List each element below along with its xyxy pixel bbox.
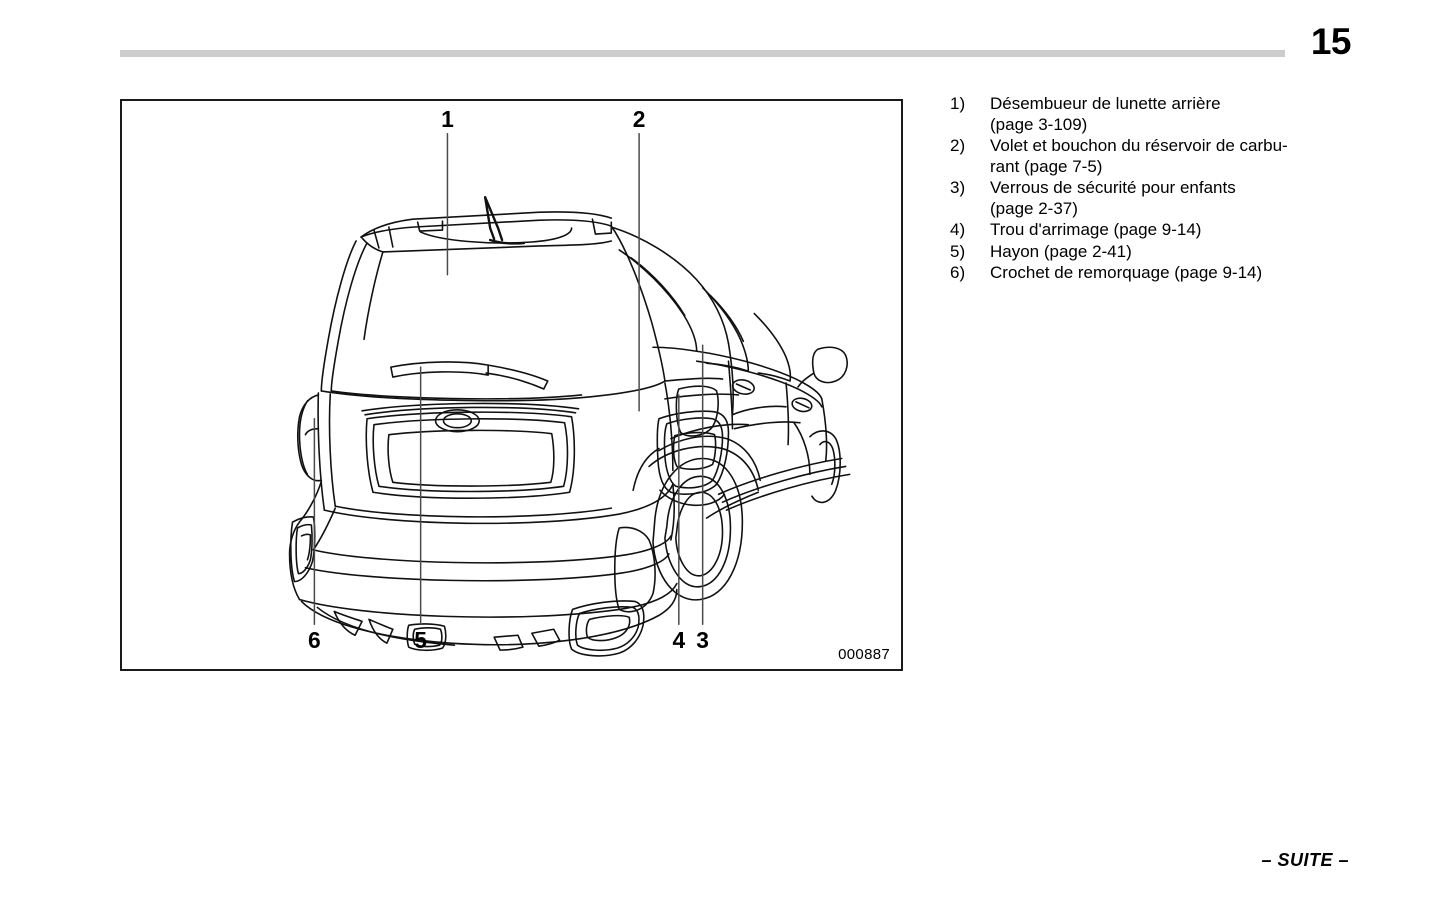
legend-item-3: 3) Verrous de sécurité pour enfants (pag… [950,178,1370,219]
legend-item-3-number: 3) [950,178,966,197]
front-wheel [809,430,841,504]
legend-item-1-label: Désembueur de lunette arrière (page 3-10… [990,94,1221,134]
callout-number-5: 5 [414,627,427,653]
legend-item-3-label: Verrous de sécurité pour enfants (page 2… [990,178,1236,218]
callout-number-1: 1 [441,106,454,132]
door-handle-front [791,397,813,413]
roof-spoiler-group [360,211,613,253]
legend-item-6: 6) Crochet de remorquage (page 9-14) [950,263,1370,284]
door-handle-rear [731,379,755,395]
fuel-filler-lid [675,385,719,437]
figure-frame: 1 2 3 4 5 6 000887 [120,99,903,671]
taillight-left [296,394,323,482]
callout-leaders [313,133,704,626]
legend-item-6-label: Crochet de remorquage (page 9-14) [990,263,1263,282]
rear-window-group [320,225,666,402]
legend-item-4-label: Trou d'arrimage (page 9-14) [990,220,1202,239]
body-side-group [610,226,851,613]
continued-note: – SUITE – [1261,850,1349,870]
rear-wheel [613,457,744,613]
legend-item-1: 1) Désembueur de lunette arrière (page 3… [950,94,1370,135]
header-rule [120,50,1285,57]
callout-numbers: 1 2 3 4 5 6 [308,106,709,653]
legend-item-2-number: 2) [950,136,966,155]
legend-item-6-number: 6) [950,263,966,282]
tailgate-group [317,382,674,525]
rear-bumper-group [288,480,678,657]
callout-number-2: 2 [633,106,646,132]
vehicle-rear-view-illustration: 1 2 3 4 5 6 [288,106,851,657]
legend-item-2-label: Volet et bouchon du réservoir de carbu- … [990,136,1288,176]
legend-item-4-number: 4) [950,220,966,239]
figure-legend-list: 1) Désembueur de lunette arrière (page 3… [950,94,1370,285]
callout-number-3: 3 [696,627,709,653]
legend-item-5: 5) Hayon (page 2-41) [950,242,1370,263]
legend-item-4: 4) Trou d'arrimage (page 9-14) [950,220,1370,241]
legend-item-5-number: 5) [950,241,966,261]
legend-item-2: 2) Volet et bouchon du réservoir de carb… [950,136,1370,177]
callout-number-4: 4 [672,627,685,653]
page-number: 15 [1310,21,1352,62]
antenna-icon [483,196,526,245]
figure-id-code: 000887 [838,646,890,663]
legend-item-5-label: Hayon (page 2-41) [990,241,1132,261]
side-mirror [797,346,848,388]
callout-number-6: 6 [308,627,321,653]
legend-item-1-number: 1) [950,94,966,113]
